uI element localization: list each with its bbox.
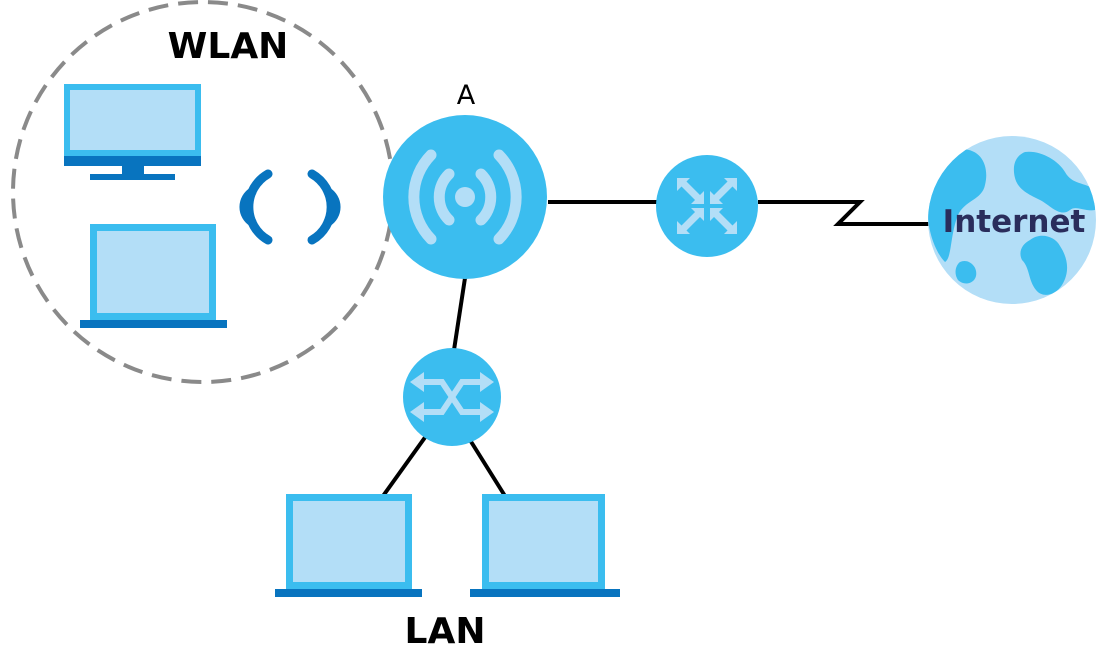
laptop-icon [275, 494, 422, 597]
desktop-monitor-icon [64, 84, 201, 180]
connections [381, 200, 932, 498]
access-point-icon [383, 115, 547, 279]
ap-switch-link [452, 277, 467, 351]
router-internet-wan-link [758, 200, 932, 226]
switch-icon [403, 348, 501, 446]
wireless-signal-icon [239, 169, 341, 245]
lan-label: LAN [405, 611, 486, 652]
switch-lan-right-link [468, 438, 507, 498]
laptop-icon [80, 224, 227, 328]
wlan-label: WLAN [168, 26, 289, 67]
switch-lan-left-link [381, 434, 428, 498]
laptop-icon [470, 494, 620, 597]
router-icon [656, 155, 758, 257]
internet-label: Internet [943, 204, 1086, 240]
access-point-label: A [457, 80, 476, 111]
globe-icon: Internet [928, 136, 1096, 304]
